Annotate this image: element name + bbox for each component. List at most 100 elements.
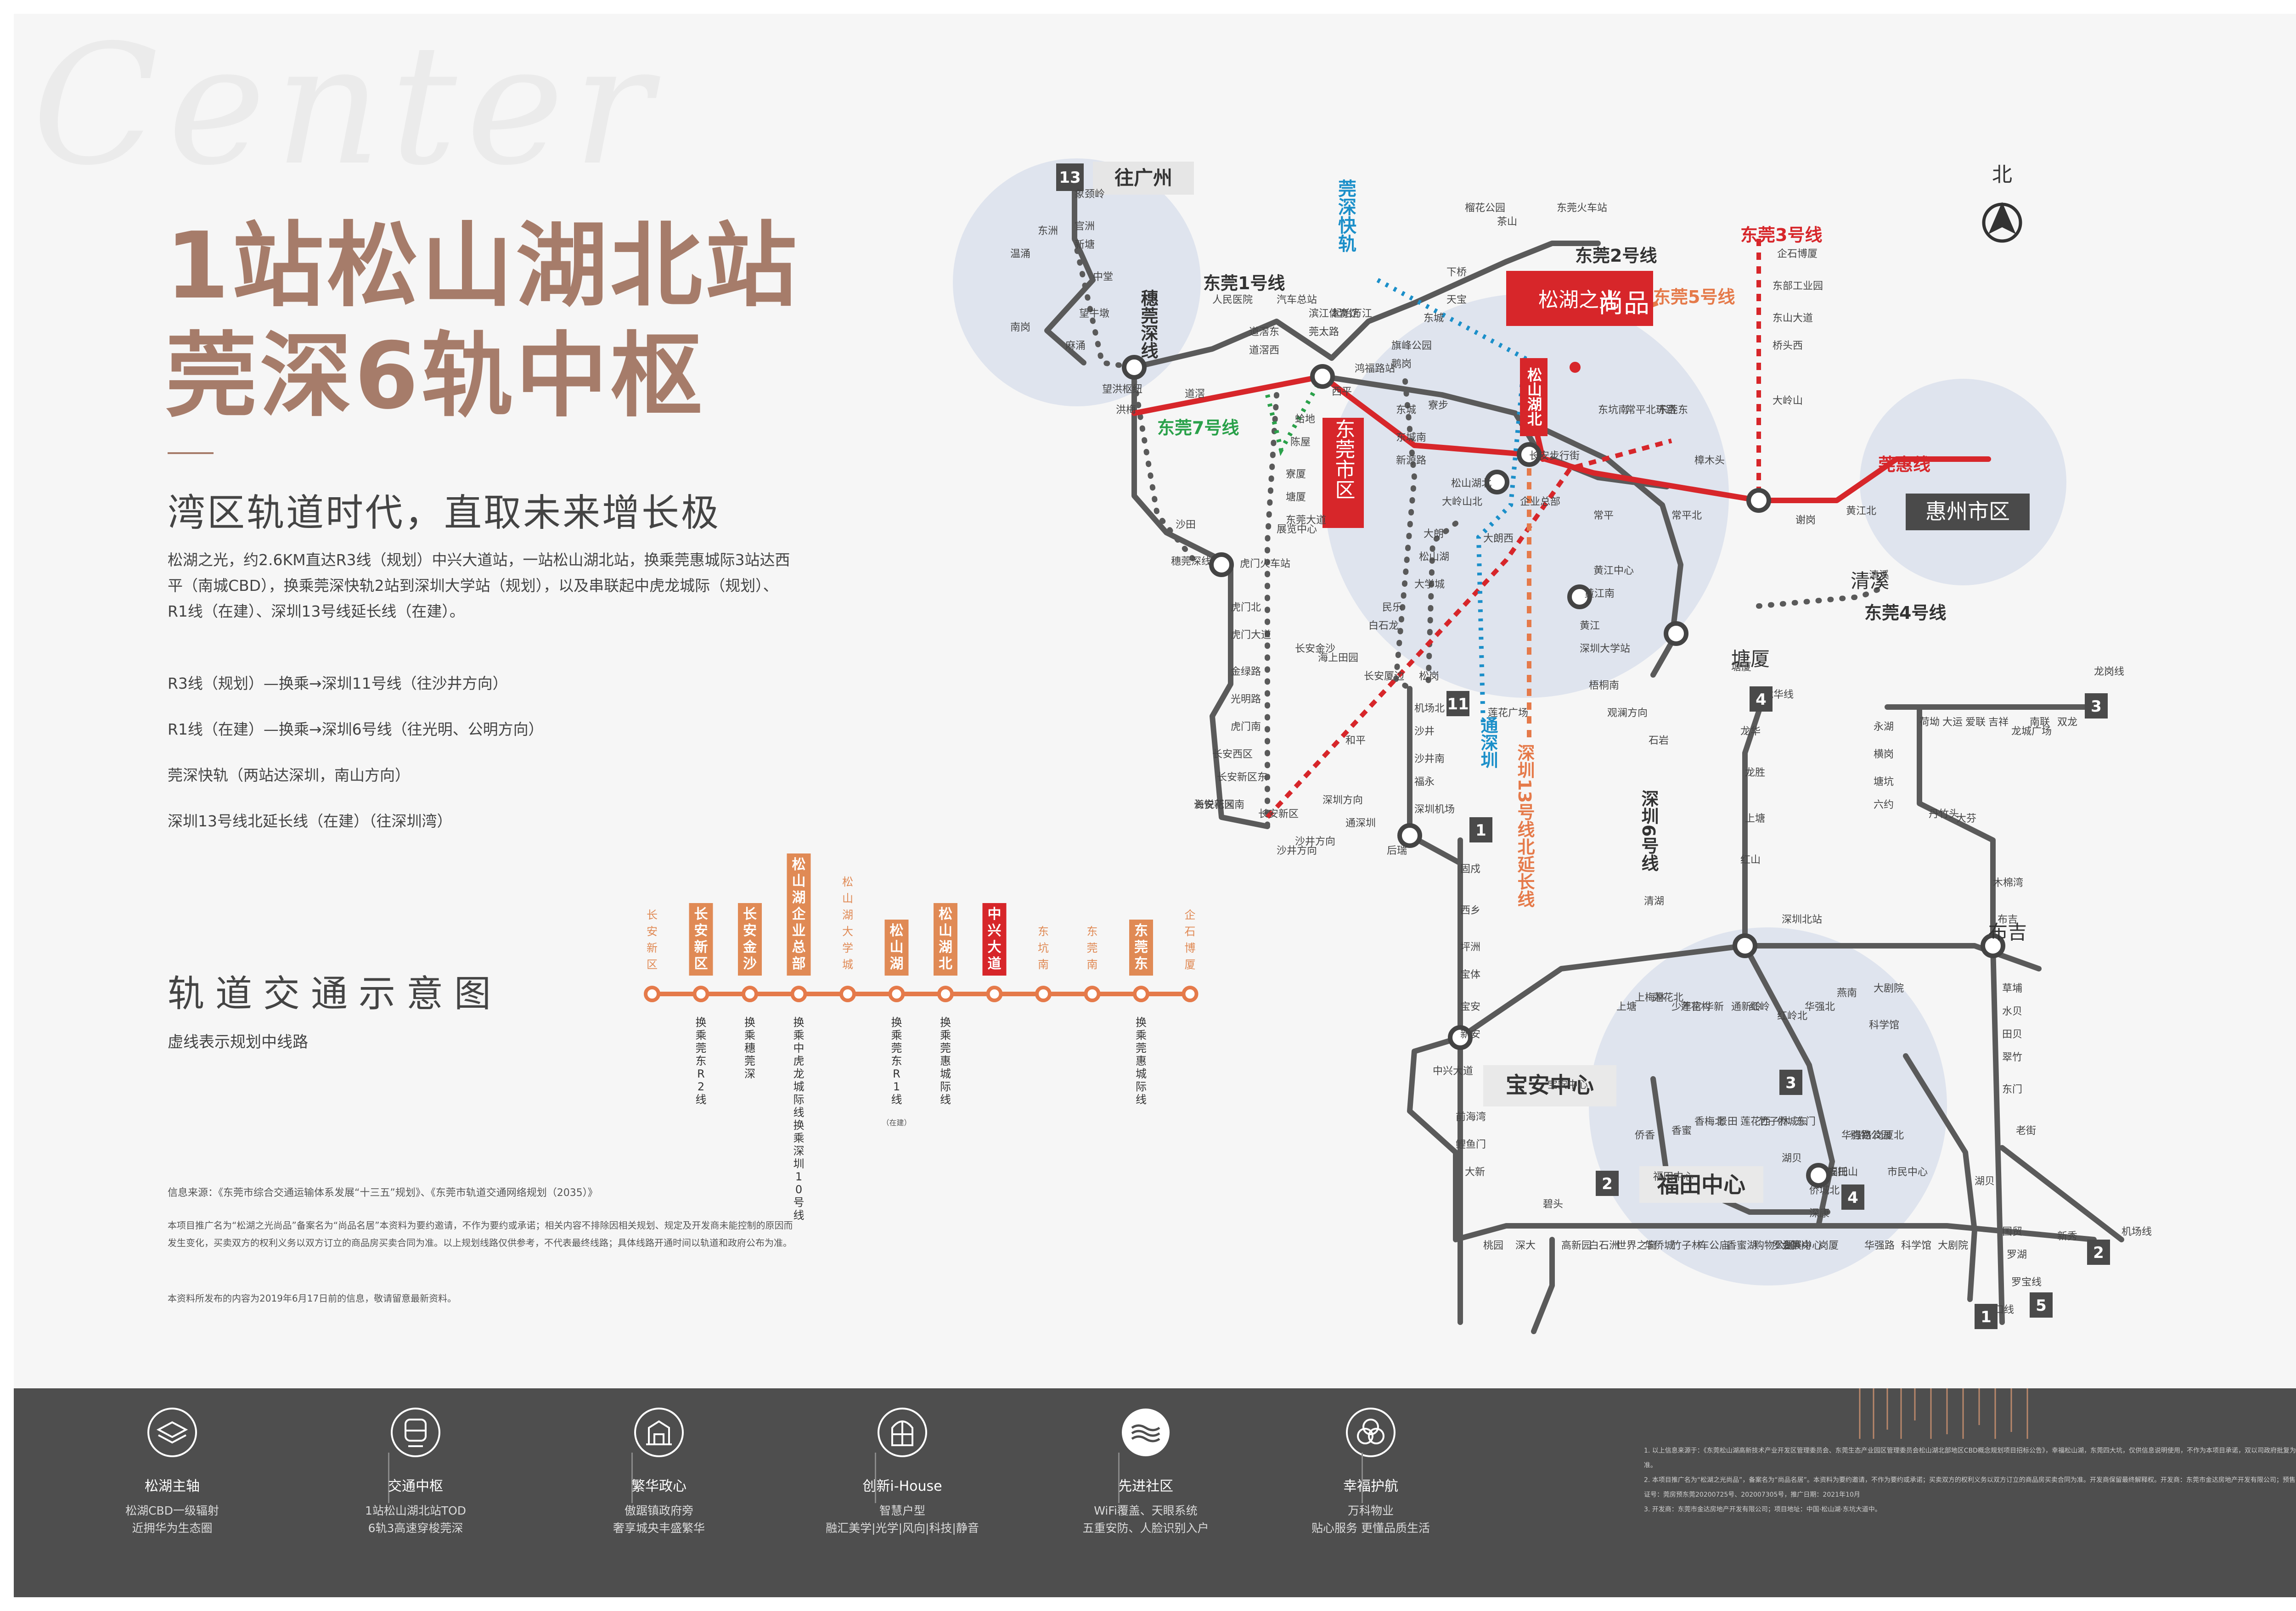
footer-note-1: 1. 以上信息来源于：《东莞松山湖高新技术产业开发区管理委员会、东莞生态产业园区… <box>1644 1447 2296 1469</box>
strip-station-label: 山 <box>842 892 853 905</box>
strip-transfer-note: 号 <box>793 1196 805 1209</box>
footer-bar: 松湖主轴 松湖CBD一级辐射 近拥华为生态圈 交通中枢 1站松山湖北站TOD 6… <box>14 1388 2296 1597</box>
dg-line-1-north <box>1131 241 1601 370</box>
station-label: 望牛墩 <box>1079 308 1109 320</box>
strip-station-label: 大 <box>988 939 1002 955</box>
feature-3: 繁华政心 傲踞镇政府旁 奢享城央丰盛繁华 <box>551 1407 767 1537</box>
strip-transfer-note: 惠 <box>940 1055 951 1067</box>
station-label: 龙城广场 <box>2011 726 2052 737</box>
station-label: 起始万江 <box>1332 308 1372 320</box>
station-label: 草埔 <box>2002 983 2022 994</box>
station-label: 沙井方向 <box>1277 845 1317 857</box>
station-label: 海上田园 <box>1318 652 1358 664</box>
label-to-guangzhou: 往广州 <box>1114 167 1172 189</box>
station-label: 六约 <box>1874 799 1894 811</box>
station-label: 东门 <box>2002 1084 2022 1095</box>
subheadline: 湾区轨道时代，直取未来增长极 <box>168 491 721 535</box>
label-dg-line-3: 东莞3号线 <box>1740 225 1822 245</box>
strip-transfer-note: 城 <box>793 1080 805 1093</box>
station-label: 滨江体育馆 <box>1309 308 1359 320</box>
feature-6-title: 幸福护航 <box>1343 1478 1398 1494</box>
station-label: 湖贝 <box>1975 1176 1995 1187</box>
layers-icon <box>146 1407 198 1458</box>
station-label: 莲花西 <box>1740 1116 1771 1128</box>
strip-station-label: 松 <box>939 906 952 922</box>
strip-transfer-note: 龙 <box>793 1067 805 1080</box>
strip-transfer-note: 乘 <box>793 1132 805 1145</box>
station-label: 道滘东 <box>1249 326 1279 338</box>
strip-station-dot <box>1035 986 1052 1002</box>
station-label: 龙华 <box>1740 726 1761 737</box>
line-labels: 13 往广州 莞深快轨 东莞1号线 东莞2号线 东莞3号线 东莞5号线 东莞7号… <box>1056 162 1946 908</box>
station-label: 东城 <box>1396 404 1416 416</box>
strip-station-label: 湖 <box>939 939 952 955</box>
label-guanhui: 莞惠线 <box>1878 455 1930 475</box>
feature-6: 幸福护航 万科物业 贴心服务 更懂品质生活 <box>1263 1407 1479 1537</box>
station-label: 人民医院 <box>1212 294 1253 306</box>
station-label: 固戍 <box>1460 864 1480 875</box>
station-label: 汽车总站 <box>1277 294 1317 306</box>
strip-station-label: 南 <box>1087 958 1098 971</box>
strip-station-label: 博 <box>1185 942 1196 954</box>
strip-station-label: 长 <box>647 909 658 921</box>
station-label: 上梅林 <box>1635 992 1665 1004</box>
interchange-hongfu <box>1310 364 1335 389</box>
strip-transfer-note: 城 <box>1136 1067 1147 1080</box>
station-label: 桥头西 <box>1773 340 1803 352</box>
station-label: 西乡 <box>1460 905 1480 916</box>
svg-text:2: 2 <box>1602 1175 1613 1193</box>
feature-3-title: 繁华政心 <box>631 1478 687 1494</box>
label-dg-line-7: 东莞7号线 <box>1157 418 1239 438</box>
strip-station-label: 山 <box>792 873 806 889</box>
station-label: 湖贝 <box>1782 1153 1802 1164</box>
transfer-note-1: R3线（规划）—换乘→深圳11号线（往沙井方向） <box>168 674 508 692</box>
dg-r3-planned <box>1266 438 1672 819</box>
strip-station-label: 区 <box>647 958 658 971</box>
station-label: 东门 <box>1795 1116 1816 1128</box>
svg-text:布吉: 布吉 <box>1988 921 2027 943</box>
strip-station-label: 厦 <box>1185 958 1196 971</box>
planned-line-hsz <box>1131 378 1197 563</box>
station-label: 燕南 <box>1837 988 1857 999</box>
footer-note-2: 2. 本项目推广名为“松湖之光尚品”，备案名为“尚品名居”。本资料为要约邀请，不… <box>1644 1476 2296 1499</box>
interchange-songshanhu <box>1485 470 1509 494</box>
strip-station-dot <box>986 986 1003 1002</box>
station-label: 松山湖北 <box>1451 478 1491 489</box>
station-label: 车公庙 <box>1699 1240 1729 1252</box>
station-label: 温涌 <box>1010 248 1030 260</box>
station-label: 少年宫 <box>1671 1001 1702 1013</box>
station-label: 虎门大道 <box>1231 629 1271 641</box>
svg-text:11: 11 <box>1447 695 1469 713</box>
project-pin <box>1570 362 1581 373</box>
station-label: 长安新区南 <box>1194 799 1244 811</box>
badge-13: 13 <box>1059 168 1080 187</box>
watermark-text: Center <box>32 9 662 202</box>
strip-transfer-note: 际 <box>793 1093 805 1106</box>
feature-divider <box>875 1453 876 1503</box>
sz-line-2 <box>1531 1237 1555 1334</box>
strip-transfer-note: 2 <box>698 1080 704 1093</box>
strip-transfer-note: 换 <box>744 1016 755 1029</box>
station-label: 长安金沙 <box>1295 643 1335 655</box>
strip-transfer-note: R <box>893 1067 900 1080</box>
interchange-shenzhen-north <box>1733 933 1757 958</box>
svg-text:宝安中心: 宝安中心 <box>1506 1072 1594 1098</box>
strip-transfer-note: 换 <box>696 1016 707 1029</box>
strip-transfer-note: 莞 <box>891 1042 902 1055</box>
interchange-buji <box>1981 933 2005 958</box>
station-label: 新秀 <box>2057 1231 2077 1242</box>
feature-1-title: 松湖主轴 <box>145 1478 200 1494</box>
strip-transfer-note: 0 <box>795 1183 802 1196</box>
planned-line-songshanhu <box>1425 521 1458 691</box>
station-label: 横岗 <box>1874 749 1894 760</box>
strip-transfer-note: 城 <box>940 1067 951 1080</box>
strip-transfer-note: 1 <box>795 1170 802 1183</box>
strip-station-dot <box>1084 986 1101 1002</box>
strip-transfer-note: 乘 <box>744 1029 755 1042</box>
station-label: 田贝 <box>2002 1029 2022 1040</box>
strip-station-box <box>689 903 713 976</box>
station-label: 大剧院 <box>1938 1240 1968 1252</box>
strip-transfer-note: 换 <box>891 1016 902 1029</box>
